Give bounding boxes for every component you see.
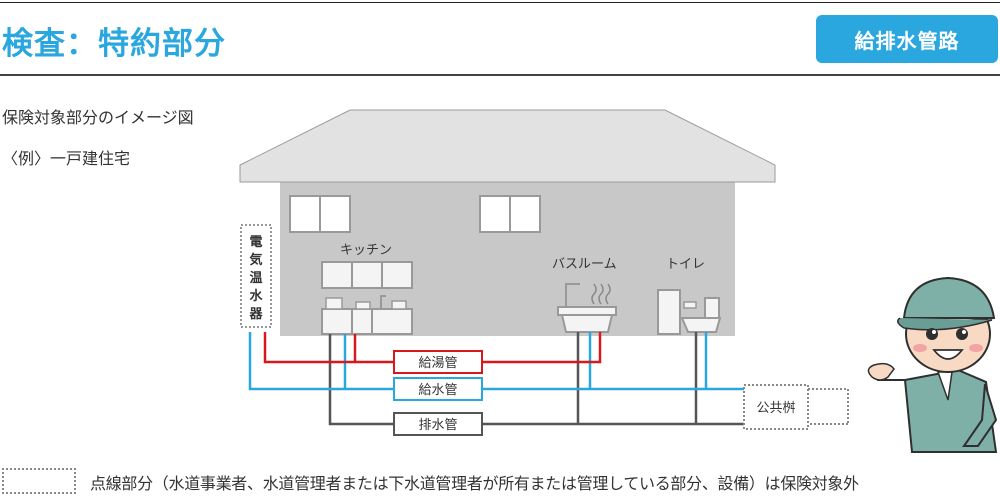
- legend-dotted-sample: [2, 468, 76, 494]
- image-caption: 保険対象部分のイメージ図: [2, 108, 194, 127]
- bathtub: [557, 283, 617, 333]
- category-badge: 給排水管路: [816, 15, 998, 63]
- drain-label: 排水管: [418, 418, 457, 433]
- kitchen-label: キッチン: [340, 243, 392, 258]
- inspector-character: [867, 276, 998, 453]
- example-caption: 〈例〉一戸建住宅: [2, 149, 131, 168]
- water-heater-char: 器: [248, 307, 263, 322]
- public-basin-label: 公共桝: [756, 400, 795, 416]
- house-wall: [280, 175, 735, 336]
- drain-label-box: [393, 412, 483, 436]
- legend-text: 点線部分（水道事業者、水道管理者または下水道管理者が所有または管理している部分、…: [90, 474, 859, 493]
- water-heater-char: 気: [249, 252, 262, 268]
- toilet-label: トイレ: [666, 257, 705, 272]
- water-heater-char: 温: [249, 271, 262, 286]
- house: [239, 109, 776, 336]
- top-rule: [0, 2, 1000, 3]
- public-mains: [808, 388, 849, 425]
- water-heater-char: 電: [249, 235, 262, 250]
- header-divider: [0, 74, 1000, 76]
- house-roof: [239, 109, 776, 183]
- water-heater-box: [240, 224, 272, 328]
- water-supply-label-box: [393, 377, 483, 401]
- hot-water-label-box: [393, 350, 483, 374]
- kitchen-fixture: [321, 261, 413, 335]
- hot-water-label: 給湯管: [418, 356, 457, 371]
- page-title: 検査：特約部分: [2, 26, 226, 62]
- water-supply-label: 給水管: [418, 383, 457, 398]
- public-basin-box: [743, 384, 809, 430]
- bathroom-label: バスルーム: [552, 257, 617, 272]
- water-heater-char: 水: [249, 288, 263, 304]
- toilet-fixture: [657, 289, 722, 335]
- water-supply-pipe: [248, 332, 745, 391]
